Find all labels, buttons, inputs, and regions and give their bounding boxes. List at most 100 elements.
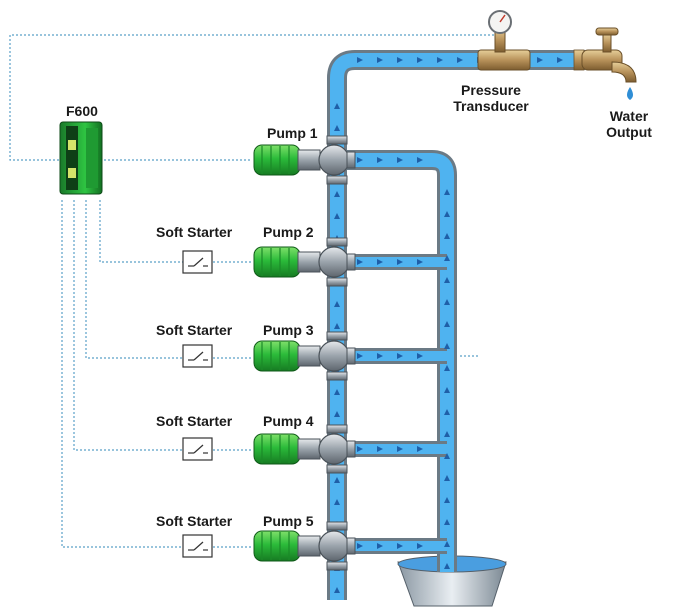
flow-arrow [444, 475, 450, 481]
flow-arrow [444, 321, 450, 327]
flow-arrow [457, 57, 463, 63]
flow-arrow [417, 57, 423, 63]
flow-arrow [437, 57, 443, 63]
flow-arrow [357, 157, 363, 163]
pump-volute [318, 433, 350, 465]
pump3-label: Pump 3 [263, 322, 314, 338]
flow-arrow [444, 497, 450, 503]
flow-arrow [444, 519, 450, 525]
pump1-label: Pump 1 [267, 125, 318, 141]
water-output-label-line1: Water [609, 108, 649, 124]
pump2-label: Pump 2 [263, 224, 314, 240]
flow-arrow [397, 446, 403, 452]
pump-volute [318, 144, 350, 176]
f600-label: F600 [66, 103, 98, 119]
flow-arrow [357, 57, 363, 63]
pump-coupling [297, 251, 321, 273]
flow-arrow [377, 57, 383, 63]
pump-coupling [297, 535, 321, 557]
flow-arrow [444, 453, 450, 459]
flow-arrow [557, 57, 563, 63]
return-pipe [337, 150, 457, 572]
flow-arrow [334, 323, 340, 329]
signal-wiring [9, 34, 498, 548]
pump-motor [253, 340, 301, 372]
flow-arrow [377, 259, 383, 265]
flow-arrow [334, 389, 340, 395]
soft-starter-5 [182, 534, 213, 558]
flow-arrow [444, 563, 450, 569]
flow-arrow [334, 587, 340, 593]
flow-arrow [444, 343, 450, 349]
header-pipe [327, 50, 585, 600]
pump-volute [318, 246, 350, 278]
flow-arrow [444, 255, 450, 261]
flow-arrow [397, 543, 403, 549]
flow-arrow [537, 57, 543, 63]
pressure-transducer-label-line1: Pressure [461, 82, 521, 98]
flow-arrow [444, 277, 450, 283]
flow-arrow [357, 353, 363, 359]
flow-arrow [397, 157, 403, 163]
pump-motor [253, 530, 301, 562]
flow-arrow [444, 431, 450, 437]
flow-arrow [444, 365, 450, 371]
soft-starter-2 [182, 250, 213, 274]
flow-arrow [417, 543, 423, 549]
starter4-wire [73, 200, 252, 451]
f600-drive-unit [59, 121, 103, 195]
flow-arrow [377, 353, 383, 359]
flow-arrow [357, 543, 363, 549]
water-drop-icon [627, 87, 633, 100]
pump-5 [253, 521, 356, 571]
soft-starter4-label: Soft Starter [156, 413, 233, 429]
pressure-transducer-label-line2: Transducer [453, 98, 529, 114]
flow-arrow [417, 259, 423, 265]
starter5-wire [61, 200, 252, 548]
pump-3 [253, 331, 356, 381]
flow-arrow [377, 543, 383, 549]
soft-starter-3 [182, 344, 213, 368]
pump-coupling [297, 438, 321, 460]
pipe-network [327, 49, 585, 600]
flow-arrow [334, 499, 340, 505]
pump-motor [253, 433, 301, 465]
water-output-label-line2: Output [606, 124, 652, 140]
soft-starter2-label: Soft Starter [156, 224, 233, 240]
pump-4 [253, 424, 356, 474]
flow-arrow [334, 125, 340, 131]
flow-arrow [397, 57, 403, 63]
flow-arrow [417, 353, 423, 359]
pump-motor [253, 144, 301, 176]
reservoir-bucket [397, 555, 507, 607]
flow-arrow [377, 157, 383, 163]
pump4-label: Pump 4 [263, 413, 314, 429]
flow-arrow [334, 103, 340, 109]
pump-coupling [297, 345, 321, 367]
flow-arrow [444, 541, 450, 547]
pump-2 [253, 237, 356, 287]
flow-arrow [417, 446, 423, 452]
soft-starter-4 [182, 437, 213, 461]
flow-arrow [417, 157, 423, 163]
pump5-label: Pump 5 [263, 513, 314, 529]
pump-coupling [297, 149, 321, 171]
flow-arrow [397, 353, 403, 359]
soft-starter3-label: Soft Starter [156, 322, 233, 338]
flow-arrow [357, 259, 363, 265]
pump-volute [318, 530, 350, 562]
soft-starter5-label: Soft Starter [156, 513, 233, 529]
starter3-wire [85, 200, 252, 359]
starter2-wire [99, 200, 252, 263]
flow-arrow [397, 259, 403, 265]
flow-arrow [334, 191, 340, 197]
water-output-label: Water Output [596, 108, 662, 140]
water-tap-icon [581, 27, 637, 100]
flow-arrow [377, 446, 383, 452]
flow-arrow [444, 211, 450, 217]
pump-volute [318, 340, 350, 372]
flow-arrow [444, 409, 450, 415]
flow-arrow [334, 411, 340, 417]
flow-arrow [444, 387, 450, 393]
